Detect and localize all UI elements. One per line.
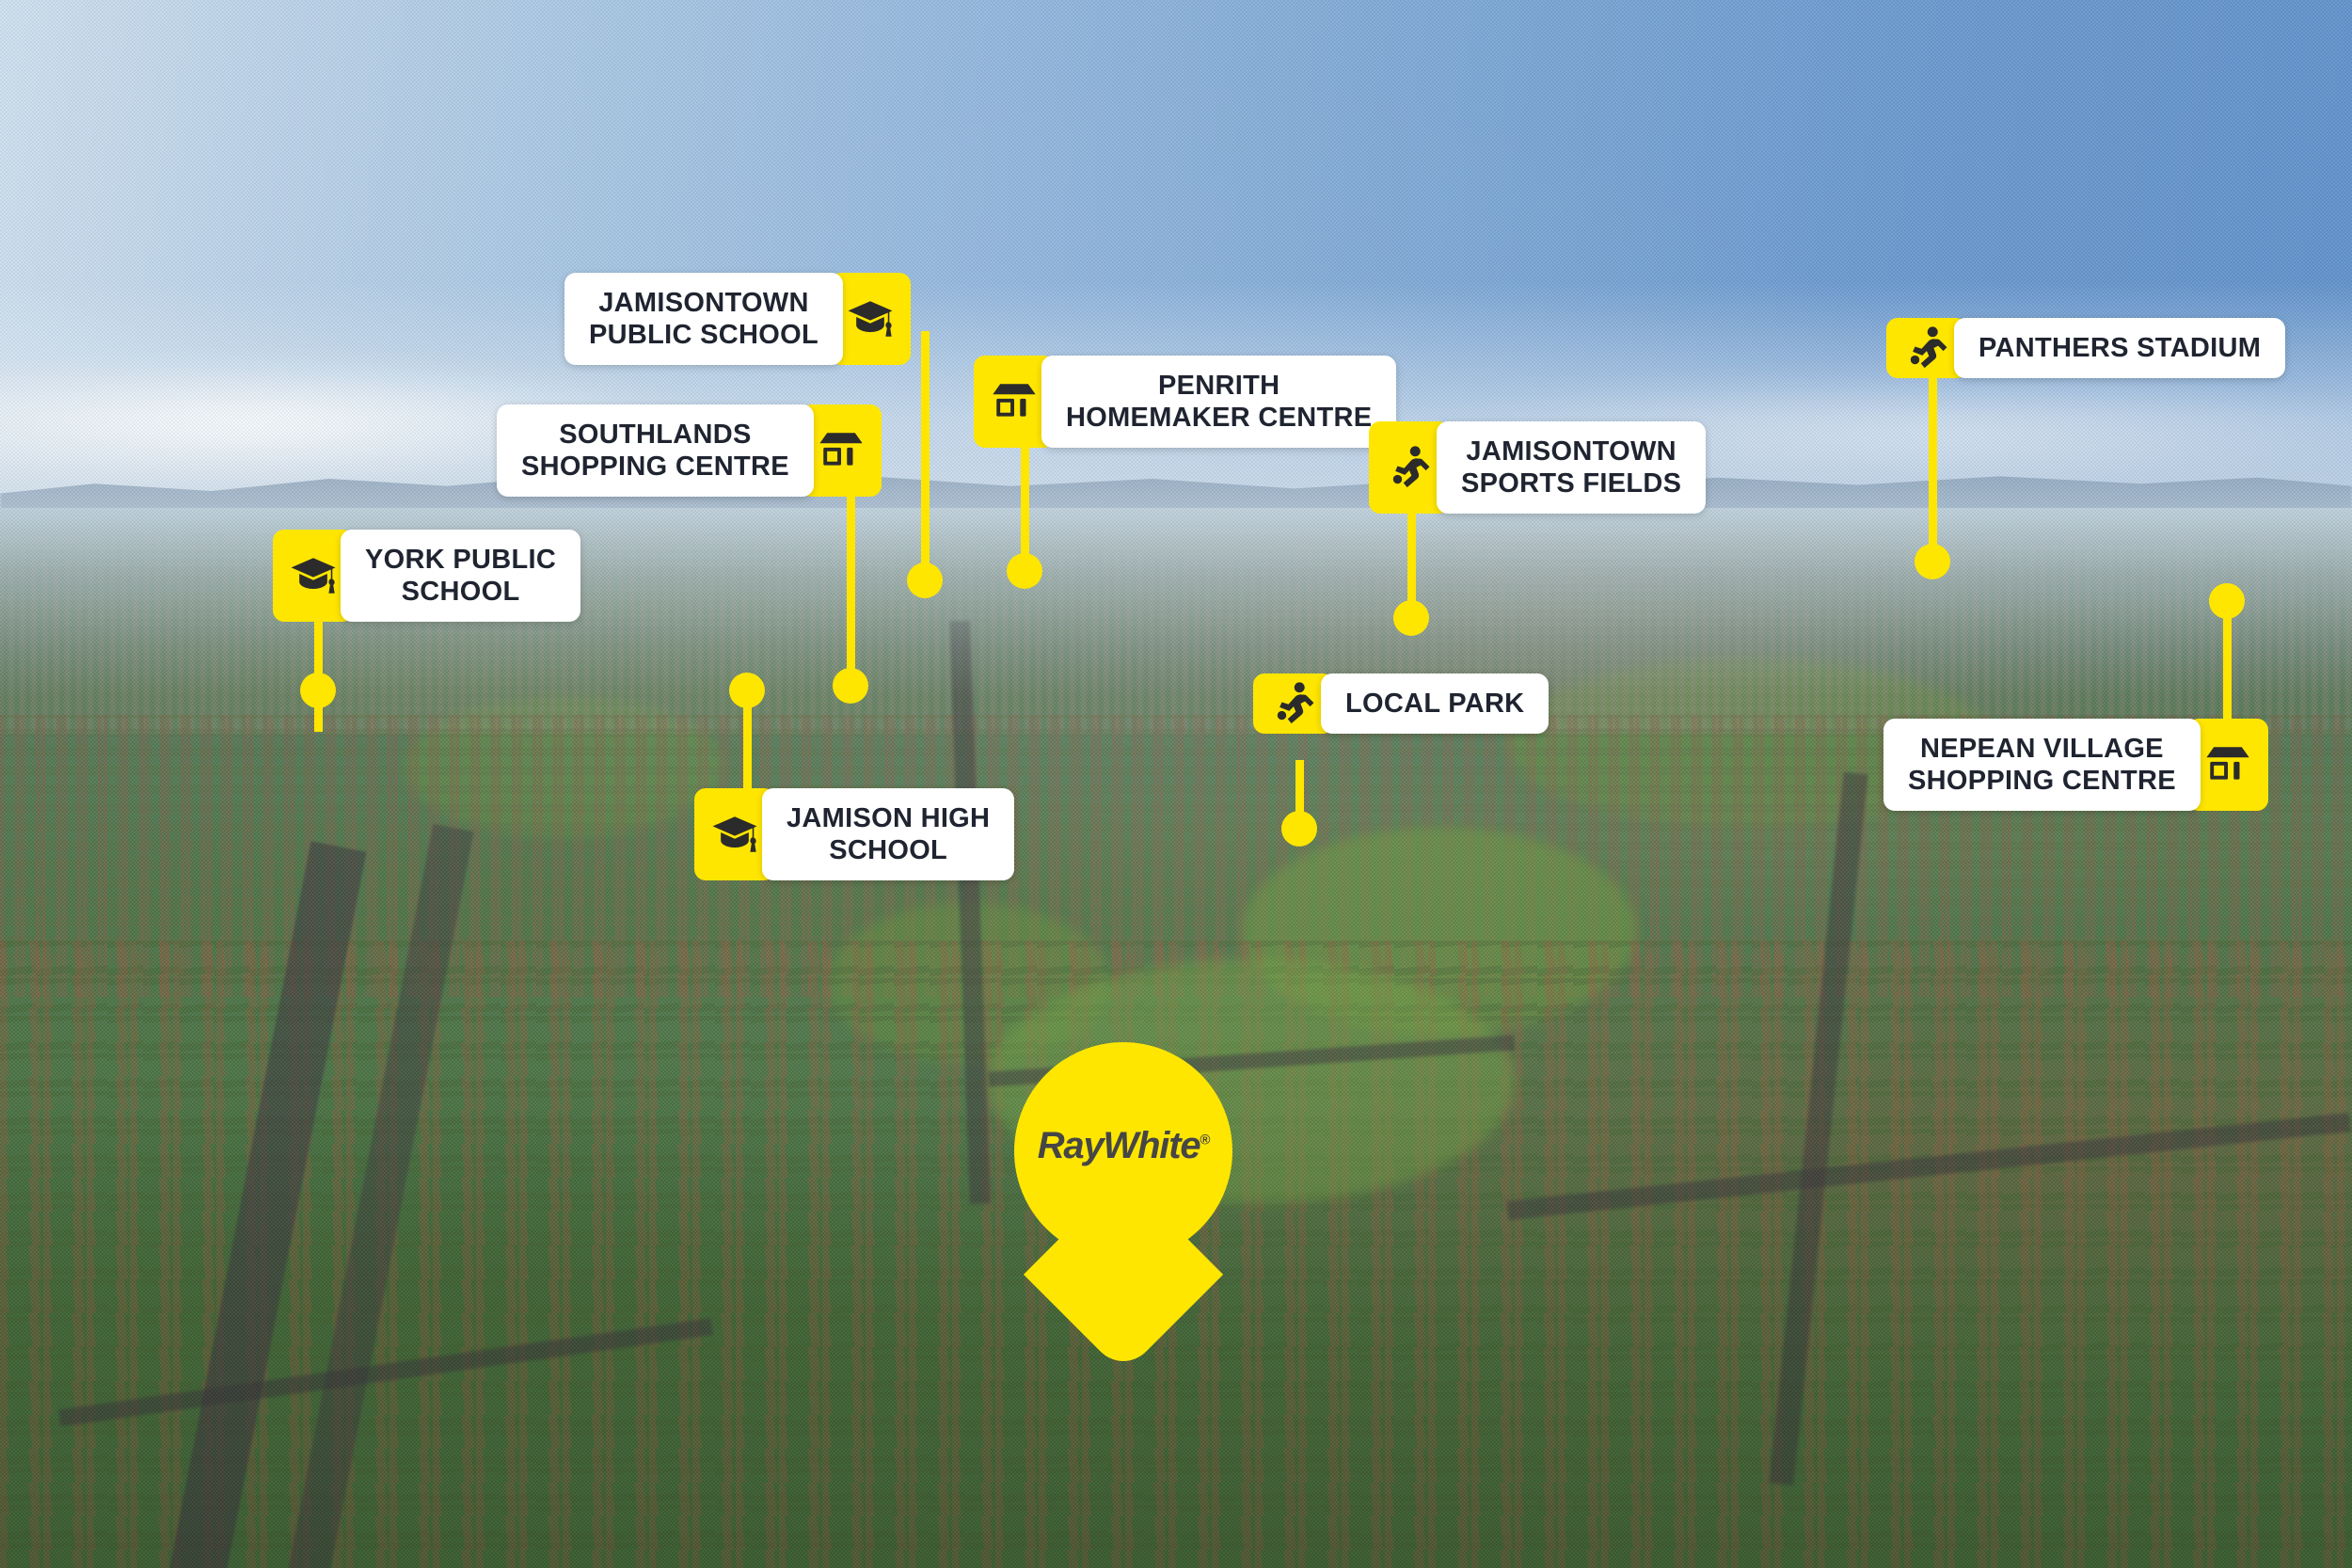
callout-local-park[interactable]: LOCAL PARK [1253, 673, 1549, 735]
runner-icon [1369, 421, 1450, 515]
connector-line-panthers-stadium [1929, 376, 1937, 555]
callout-label-york-public-school: YORK PUBLIC SCHOOL [365, 545, 557, 608]
park-area-left [405, 696, 724, 837]
shop-stall-icon [974, 356, 1055, 449]
graduation-cap-icon [829, 273, 911, 366]
callout-jamison-high-school[interactable]: JAMISON HIGH SCHOOL [694, 788, 1015, 881]
callout-label-jamisontown-public-school: JAMISONTOWN PUBLIC SCHOOL [589, 288, 818, 351]
callout-box-penrith-homemaker-centre: PENRITH HOMEMAKER CENTRE [1041, 356, 1397, 449]
location-dot-southlands-shopping-centre[interactable] [833, 668, 868, 704]
location-dot-nepean-village-shopping-centre[interactable] [2209, 583, 2245, 619]
connector-line-jamisontown-sports-fields [1407, 510, 1416, 623]
callout-box-local-park: LOCAL PARK [1321, 673, 1549, 735]
graduation-cap-icon [273, 530, 354, 623]
location-dot-jamison-high-school[interactable] [729, 673, 765, 708]
location-dot-local-park[interactable] [1281, 811, 1317, 847]
raywhite-logo-text: RayWhite [1037, 1125, 1201, 1166]
location-dot-penrith-homemaker-centre[interactable] [1007, 553, 1042, 589]
connector-line-local-park [1295, 760, 1304, 833]
graduation-cap-icon [694, 788, 775, 881]
callout-box-panthers-stadium: PANTHERS STADIUM [1954, 318, 2286, 379]
callout-york-public-school[interactable]: YORK PUBLIC SCHOOL [273, 530, 581, 623]
callout-label-penrith-homemaker-centre: PENRITH HOMEMAKER CENTRE [1066, 371, 1373, 434]
connector-line-southlands-shopping-centre [847, 463, 855, 679]
callout-jamisontown-sports-fields[interactable]: JAMISONTOWN SPORTS FIELDS [1369, 421, 1707, 515]
location-dot-jamisontown-public-school[interactable] [907, 562, 943, 598]
callout-jamisontown-public-school[interactable]: JAMISONTOWN PUBLIC SCHOOL [564, 273, 911, 366]
raywhite-logo: RayWhite® [1014, 1125, 1232, 1167]
callout-label-panthers-stadium: PANTHERS STADIUM [1979, 333, 2262, 363]
callout-box-jamison-high-school: JAMISON HIGH SCHOOL [762, 788, 1015, 881]
callout-box-nepean-village-shopping-centre: NEPEAN VILLAGE SHOPPING CENTRE [1883, 719, 2201, 812]
callout-box-southlands-shopping-centre: SOUTHLANDS SHOPPING CENTRE [497, 404, 814, 498]
callout-label-jamisontown-sports-fields: JAMISONTOWN SPORTS FIELDS [1461, 436, 1682, 499]
runner-icon [1253, 673, 1334, 735]
property-location-pin[interactable]: RayWhite® [1014, 1042, 1232, 1375]
shop-stall-icon [800, 404, 882, 498]
location-dot-jamisontown-sports-fields[interactable] [1393, 600, 1429, 636]
callout-southlands-shopping-centre[interactable]: SOUTHLANDS SHOPPING CENTRE [497, 404, 882, 498]
callout-label-nepean-village-shopping-centre: NEPEAN VILLAGE SHOPPING CENTRE [1908, 734, 2176, 797]
callout-box-jamisontown-public-school: JAMISONTOWN PUBLIC SCHOOL [564, 273, 843, 366]
runner-icon [1886, 318, 1967, 379]
callout-label-southlands-shopping-centre: SOUTHLANDS SHOPPING CENTRE [521, 420, 789, 483]
callout-label-local-park: LOCAL PARK [1345, 689, 1525, 719]
callout-box-jamisontown-sports-fields: JAMISONTOWN SPORTS FIELDS [1437, 421, 1707, 515]
callout-penrith-homemaker-centre[interactable]: PENRITH HOMEMAKER CENTRE [974, 356, 1397, 449]
connector-line-nepean-village-shopping-centre [2223, 602, 2232, 724]
callout-nepean-village-shopping-centre[interactable]: NEPEAN VILLAGE SHOPPING CENTRE [1883, 719, 2268, 812]
location-dot-york-public-school[interactable] [300, 673, 336, 708]
pin-bubble: RayWhite® [1014, 1042, 1232, 1375]
callout-panthers-stadium[interactable]: PANTHERS STADIUM [1886, 318, 2286, 379]
location-dot-panthers-stadium[interactable] [1915, 544, 1950, 579]
connector-line-penrith-homemaker-centre [1021, 414, 1029, 564]
connector-line-jamison-high-school [743, 687, 752, 798]
registered-mark: ® [1200, 1132, 1210, 1148]
shop-stall-icon [2186, 719, 2268, 812]
connector-line-jamisontown-public-school [921, 331, 930, 574]
callout-label-jamison-high-school: JAMISON HIGH SCHOOL [787, 803, 991, 866]
callout-box-york-public-school: YORK PUBLIC SCHOOL [341, 530, 581, 623]
